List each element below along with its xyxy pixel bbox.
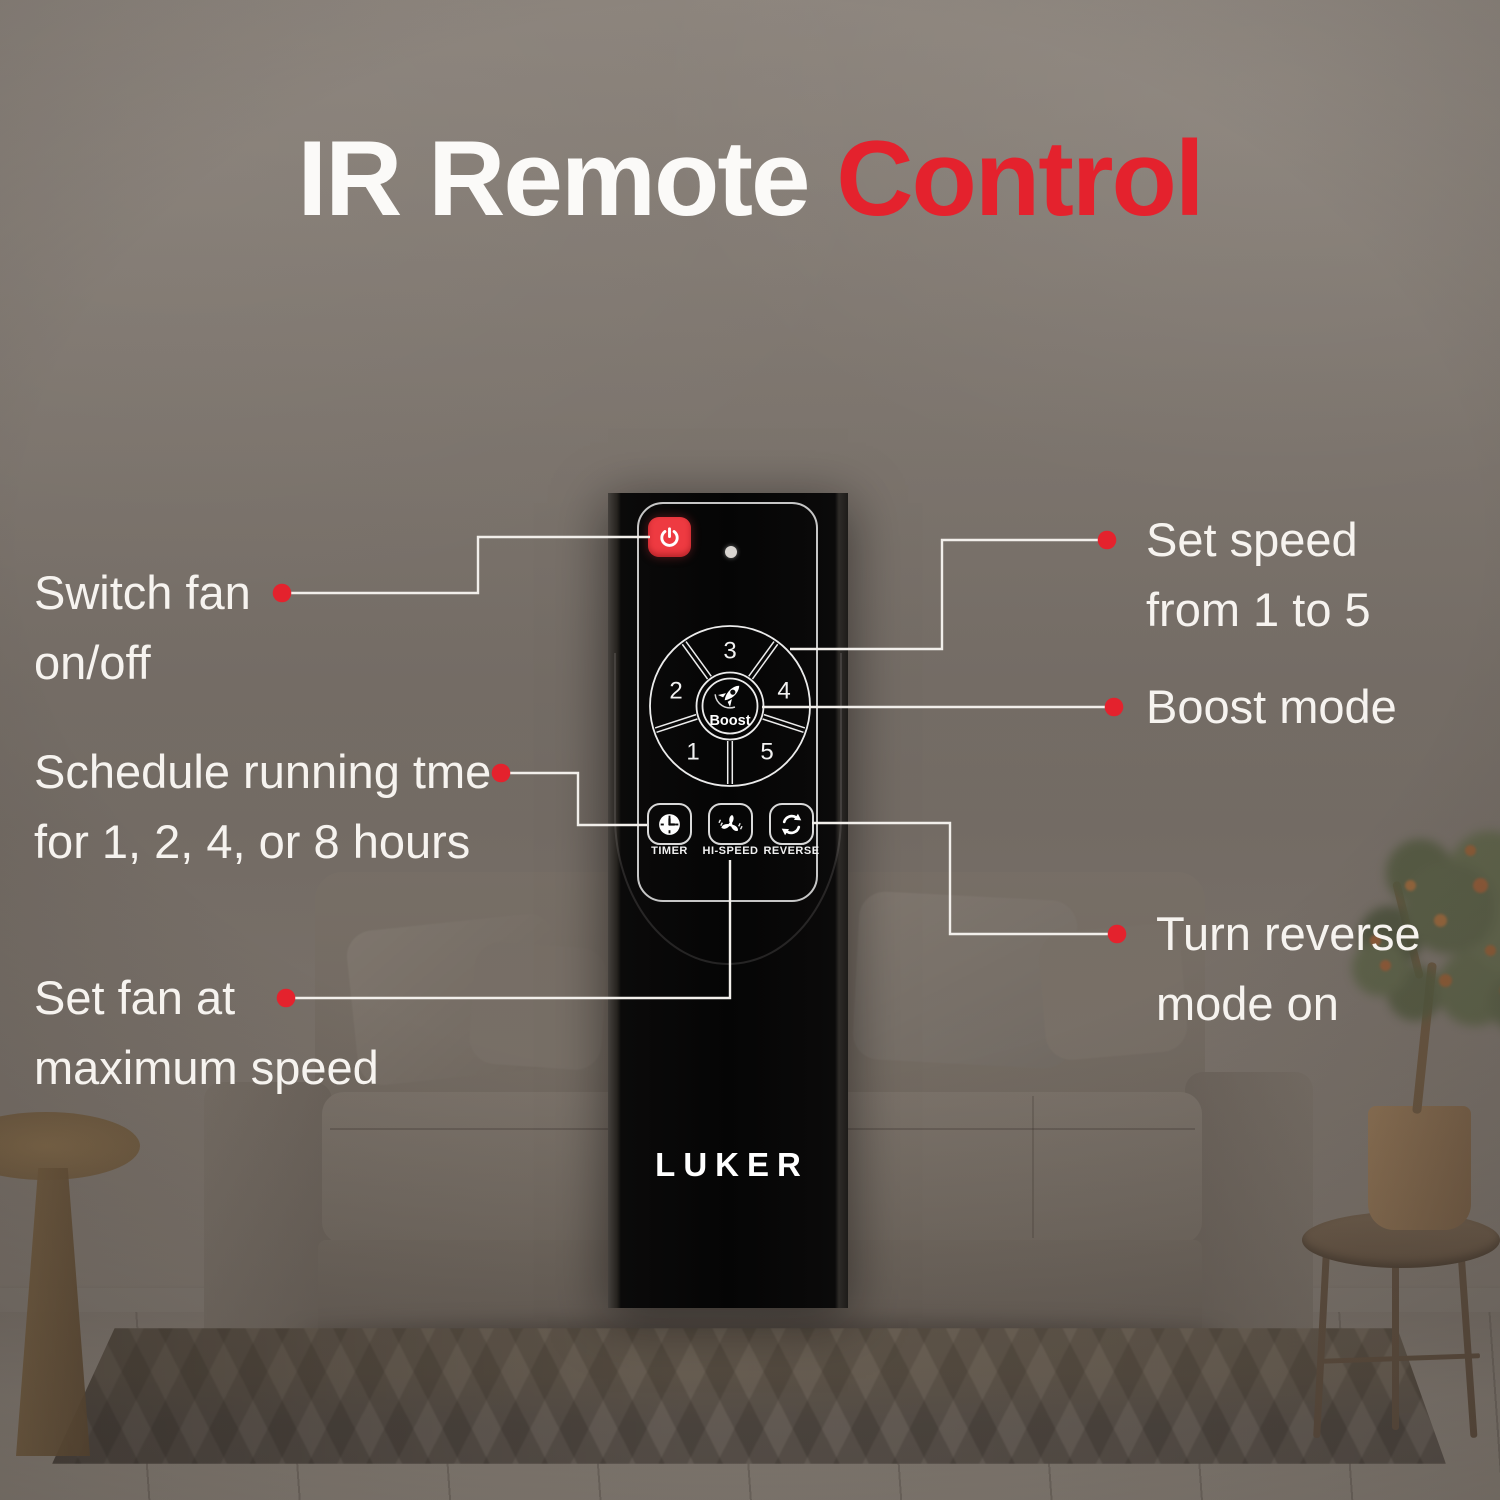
sofa-arm-left [204, 1082, 332, 1344]
side-table-leg [1392, 1258, 1399, 1430]
callout-text: for 1, 2, 4, or 8 hours [34, 815, 471, 868]
callout-text: Turn reverse [1156, 907, 1421, 960]
page-title: IR Remote Control [0, 116, 1500, 240]
speed-dial: 3 2 4 1 5 Boost [649, 625, 811, 787]
title-white: IR Remote [297, 118, 810, 238]
boost-label: Boost [709, 713, 750, 729]
callout-text: Set speed [1146, 513, 1358, 566]
reverse-arrows-icon [781, 813, 802, 835]
callout-text: from 1 to 5 [1146, 583, 1371, 636]
sofa-arm-right [1185, 1072, 1313, 1344]
callout-text: Set fan at [34, 971, 236, 1024]
callout-switch-fan: Switch fan on/off [34, 558, 251, 698]
callout-set-speed: Set speed from 1 to 5 [1146, 505, 1371, 645]
timer-label: TIMER [651, 845, 688, 857]
callout-text: mode on [1156, 977, 1339, 1030]
dial-dividers [654, 641, 806, 784]
sofa-seam [1032, 1096, 1034, 1238]
callout-boost-mode: Boost mode [1146, 672, 1397, 742]
speed-4: 4 [777, 678, 790, 705]
callout-max-speed: Set fan at maximum speed [34, 963, 379, 1103]
speed-2: 2 [669, 678, 682, 705]
callout-text: on/off [34, 636, 151, 689]
callout-text: maximum speed [34, 1041, 379, 1094]
callout-reverse-mode: Turn reverse mode on [1156, 899, 1421, 1039]
remote-control: 3 2 4 1 5 Boost [608, 493, 848, 1308]
callout-text: Boost mode [1146, 680, 1397, 733]
speed-5: 5 [760, 739, 773, 766]
plant-pot [1368, 1106, 1471, 1230]
power-button [648, 517, 691, 557]
timer-button [647, 803, 692, 845]
reverse-label: REVERSE [763, 845, 820, 857]
brand-logo: LUKER [655, 1146, 809, 1183]
hi-speed-label: HI-SPEED [702, 845, 759, 857]
title-red: Control [836, 118, 1204, 238]
clock-icon [659, 813, 680, 835]
rug [52, 1328, 1446, 1464]
speed-3: 3 [723, 638, 736, 665]
hi-speed-button [708, 803, 753, 845]
reverse-button [769, 803, 814, 845]
rocket-icon [714, 685, 740, 709]
callout-text: Schedule running tme [34, 745, 492, 798]
callout-text: Switch fan [34, 566, 251, 619]
callout-schedule-timer: Schedule running tme for 1, 2, 4, or 8 h… [34, 737, 491, 877]
plant-fruits [1380, 960, 1391, 971]
fan-icon [718, 814, 743, 832]
ir-led [725, 546, 737, 558]
power-icon [660, 526, 679, 547]
speed-1: 1 [686, 739, 699, 766]
